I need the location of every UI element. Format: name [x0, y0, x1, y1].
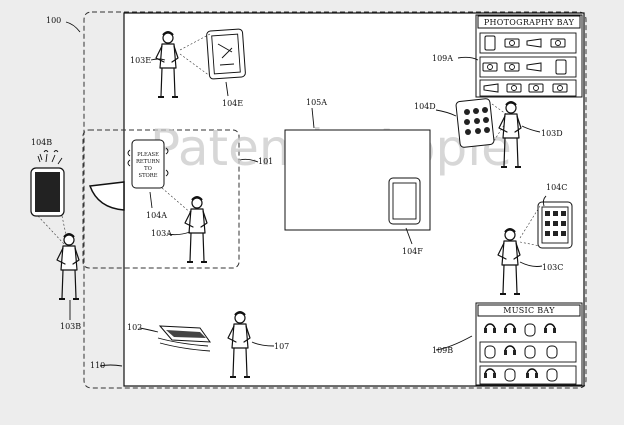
- svg-text:104B: 104B: [31, 138, 52, 147]
- svg-text:103B: 103B: [60, 322, 81, 331]
- person-103b: [56, 233, 80, 300]
- system-outline: [83, 11, 587, 389]
- svg-text:109A: 109A: [432, 54, 453, 63]
- svg-text:PLEASE: PLEASE: [137, 152, 159, 158]
- svg-text:110: 110: [90, 361, 105, 370]
- svg-text:103C: 103C: [542, 263, 563, 272]
- pad-102: [157, 325, 212, 352]
- reference-numerals: 100 101 110 104A 104B 104C 104D 104E 104…: [31, 16, 567, 370]
- svg-text:104C: 104C: [546, 183, 567, 192]
- svg-text:102: 102: [127, 323, 142, 332]
- svg-text:100: 100: [46, 16, 61, 25]
- store-door: [88, 181, 125, 211]
- tablet-104d: [455, 98, 507, 148]
- svg-text:104A: 104A: [146, 211, 167, 220]
- svg-text:MUSIC BAY: MUSIC BAY: [503, 306, 555, 315]
- svg-text:107: 107: [274, 342, 289, 351]
- svg-text:RETURN: RETURN: [136, 159, 160, 165]
- photography-bay: PHOTOGRAPHY BAY: [475, 14, 583, 98]
- svg-text:103A: 103A: [151, 229, 172, 238]
- svg-text:103E: 103E: [130, 56, 151, 65]
- tablet-104c: [519, 201, 573, 249]
- tablet-104f: [388, 177, 421, 225]
- device-104a: PLEASE RETURN TO STORE: [127, 139, 193, 215]
- svg-text:103D: 103D: [541, 129, 563, 138]
- svg-text:TO: TO: [144, 166, 152, 172]
- svg-text:105A: 105A: [306, 98, 327, 107]
- svg-text:104E: 104E: [222, 99, 243, 108]
- svg-text:PHOTOGRAPHY BAY: PHOTOGRAPHY BAY: [484, 18, 575, 27]
- leader-lines: [39, 21, 547, 367]
- svg-text:104F: 104F: [402, 247, 423, 256]
- tablet-104e: [179, 28, 246, 80]
- svg-text:101: 101: [258, 157, 273, 166]
- return-zone: [82, 129, 240, 269]
- svg-text:104D: 104D: [414, 102, 436, 111]
- music-bay: MUSIC BAY: [475, 302, 583, 386]
- device-104b: [30, 150, 69, 245]
- svg-text:STORE: STORE: [139, 173, 158, 179]
- svg-text:109B: 109B: [432, 346, 453, 355]
